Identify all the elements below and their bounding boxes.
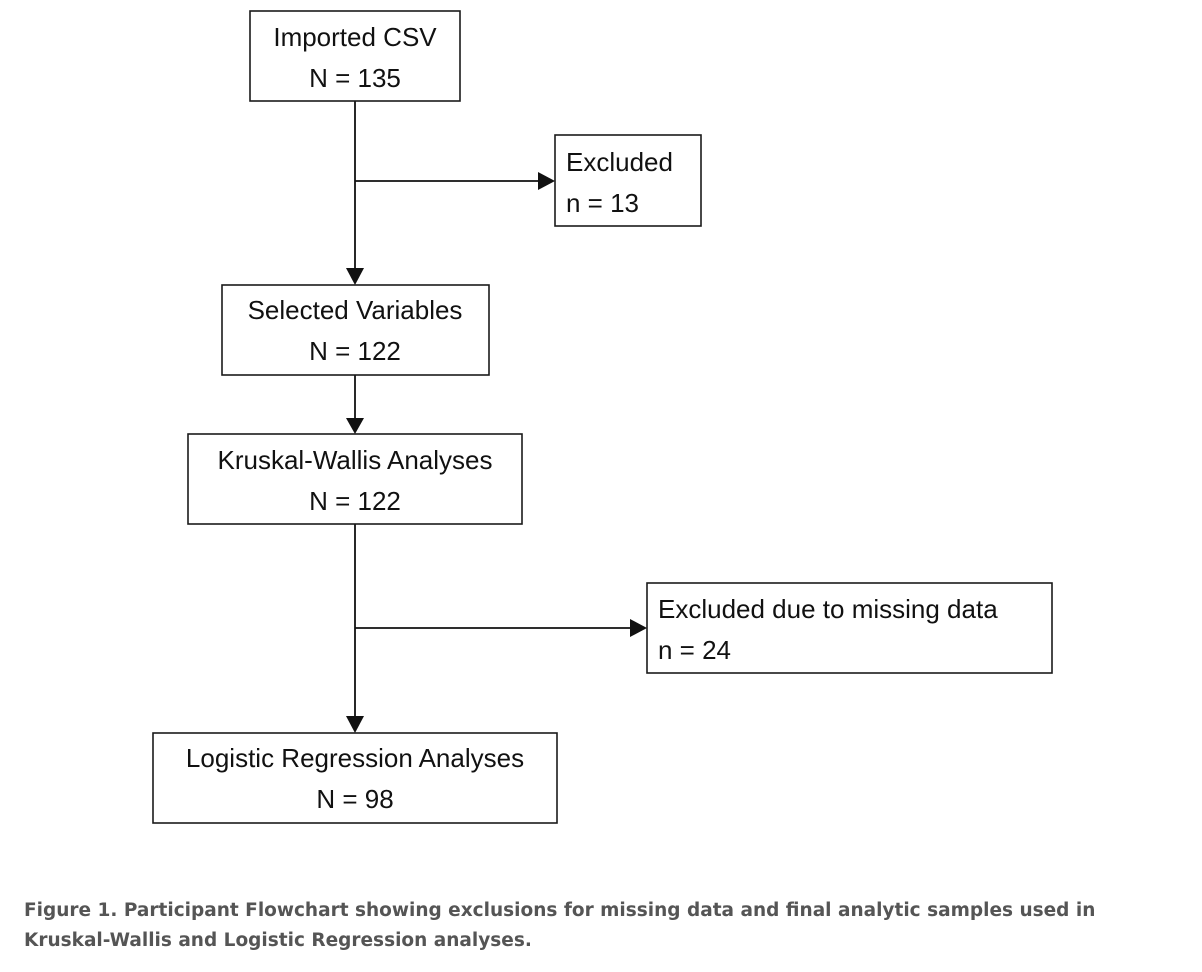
node-logistic-regression: Logistic Regression Analyses N = 98: [152, 732, 558, 824]
edge-imported-to-excluded: [355, 172, 555, 190]
node-kruskal-wallis-title: Kruskal-Wallis Analyses: [217, 445, 492, 475]
node-imported-csv: Imported CSV N = 135: [249, 10, 461, 102]
node-kruskal-wallis: Kruskal-Wallis Analyses N = 122: [187, 433, 523, 525]
node-imported-csv-title: Imported CSV: [273, 22, 437, 52]
node-excluded-missing-count: n = 24: [658, 635, 731, 665]
node-excluded: Excluded n = 13: [554, 134, 702, 227]
edge-kruskal-to-excluded-missing: [355, 619, 647, 637]
node-excluded-missing: Excluded due to missing data n = 24: [646, 582, 1053, 674]
node-selected-variables-title: Selected Variables: [248, 295, 463, 325]
node-excluded-missing-title: Excluded due to missing data: [658, 594, 998, 624]
node-logistic-regression-count: N = 98: [316, 784, 393, 814]
edge-imported-to-selected: [346, 101, 364, 285]
node-selected-variables-count: N = 122: [309, 336, 401, 366]
node-selected-variables: Selected Variables N = 122: [221, 284, 490, 376]
node-logistic-regression-title: Logistic Regression Analyses: [186, 743, 524, 773]
edge-kruskal-to-logistic: [346, 524, 364, 733]
node-kruskal-wallis-count: N = 122: [309, 486, 401, 516]
figure-caption: Figure 1. Participant Flowchart showing …: [24, 900, 1096, 951]
node-excluded-title: Excluded: [566, 147, 673, 177]
node-imported-csv-count: N = 135: [309, 63, 401, 93]
edge-selected-to-kruskal: [346, 375, 364, 434]
node-excluded-count: n = 13: [566, 188, 639, 218]
participant-flowchart: Imported CSV N = 135 Excluded n = 13 Sel…: [152, 10, 1053, 824]
